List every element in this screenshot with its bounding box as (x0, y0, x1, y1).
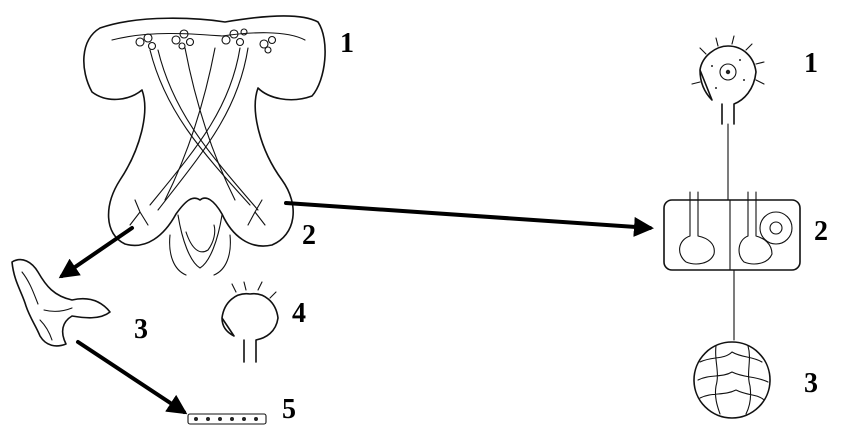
irregular-tissue-shape (12, 260, 110, 346)
arrow-to-cell-row (78, 342, 184, 412)
arrow-to-detail (286, 203, 650, 228)
left-label-4: 4 (292, 298, 306, 329)
right-label-2: 2 (814, 216, 828, 247)
star-cell-detail (692, 36, 764, 124)
left-label-3: 3 (134, 314, 148, 345)
cell-row (188, 414, 266, 424)
left-label-2: 2 (302, 220, 316, 251)
right-label-1: 1 (804, 48, 818, 79)
arrow-to-shape-3 (62, 228, 132, 276)
left-label-1: 1 (340, 28, 354, 59)
small-cell-with-stalk (222, 282, 278, 362)
round-cluster-detail (694, 342, 770, 418)
right-label-3: 3 (804, 368, 818, 399)
tissue-block-detail (664, 192, 800, 270)
left-label-5: 5 (282, 394, 296, 425)
